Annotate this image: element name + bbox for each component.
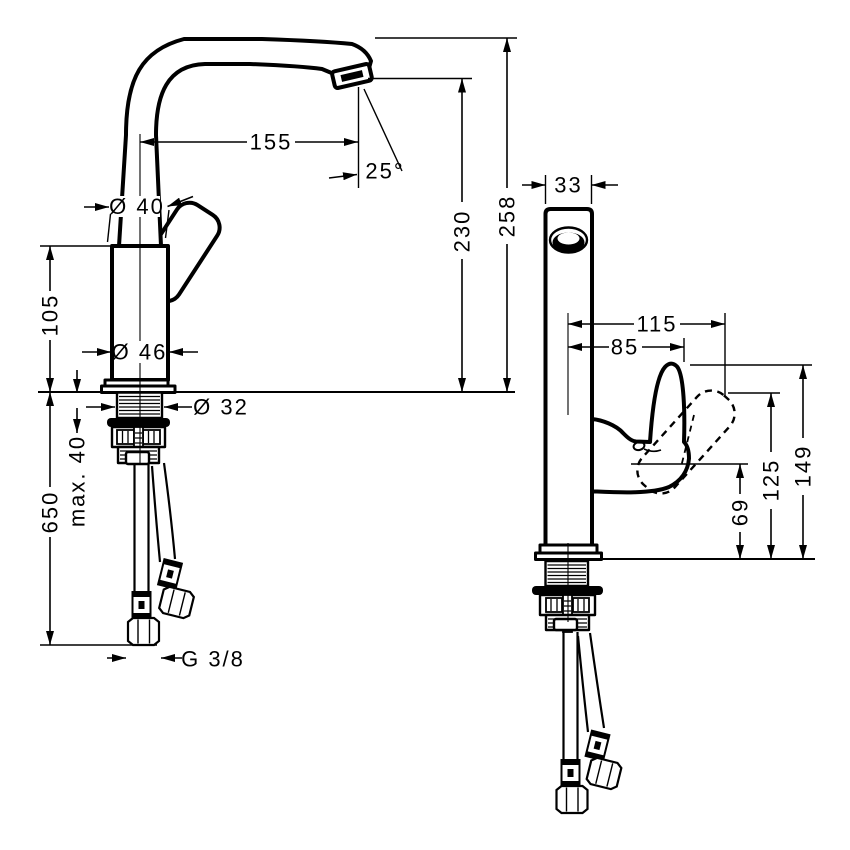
hose-nut — [585, 756, 623, 791]
stud-threads — [135, 432, 142, 444]
label-handle-reach: 85 — [611, 335, 639, 360]
supply-hose-straight-side — [126, 464, 161, 647]
seal-washer-side — [107, 418, 170, 427]
dimensions-side: 155 25° Ø 40 Ø 46 Ø 32 105 650 max. 40 G… — [38, 37, 520, 672]
spout-outline — [117, 37, 373, 248]
body-outline-front — [543, 207, 594, 550]
label-handle-tip-height: 149 — [791, 445, 816, 488]
aerator-outlet — [340, 70, 364, 82]
shank-threads — [547, 564, 586, 584]
ext-lever-left — [106, 213, 112, 243]
hose-tube — [150, 462, 177, 563]
label-total-height: 258 — [495, 195, 520, 238]
aerator — [330, 62, 374, 90]
ext-lever-right — [164, 209, 170, 239]
hose-ferrule — [560, 759, 581, 787]
label-thread-size: G 3/8 — [181, 647, 245, 672]
label-body-height: 105 — [38, 294, 63, 337]
hose-ferrule — [584, 729, 611, 762]
stud-wing — [552, 617, 579, 632]
label-outlet-height: 230 — [450, 210, 475, 253]
stream-angle-line — [363, 88, 403, 172]
bracket-window — [572, 597, 590, 613]
mouth-inner — [557, 232, 580, 245]
dim-arrow-40-right — [167, 195, 194, 208]
hose-tube — [576, 632, 606, 733]
side-view: 155 25° Ø 40 Ø 46 Ø 32 105 650 max. 40 G… — [38, 37, 520, 672]
hose-ferrule — [131, 591, 152, 619]
label-shank-diameter: Ø 32 — [193, 395, 249, 420]
label-spout-diameter: Ø 40 — [109, 194, 165, 219]
supply-hose-angled-side — [150, 462, 196, 620]
label-handle-base-height: 69 — [728, 498, 753, 526]
front-view: 33 115 85 149 125 69 — [522, 173, 816, 815]
lever-pivot-pin — [632, 440, 646, 452]
bracket-window — [116, 429, 135, 445]
label-spout-width: 33 — [554, 173, 582, 198]
hose-tube — [562, 632, 579, 760]
bracket-window — [545, 597, 563, 613]
hose-tube — [133, 464, 150, 592]
lever-pivot-detail — [643, 448, 662, 453]
handle-raised-inner-edge — [680, 414, 695, 468]
bracket-window — [142, 429, 161, 445]
label-hose-length: 650 — [38, 491, 63, 534]
threaded-shank-front — [544, 559, 590, 588]
bracket-window-ribs — [121, 431, 155, 443]
label-handle-open-height: 125 — [759, 459, 784, 502]
mounting-assembly-side — [110, 425, 167, 466]
handle-housing-front — [590, 361, 691, 495]
label-max-deck-thickness: max. 40 — [65, 435, 90, 527]
spout-mouth — [548, 226, 589, 254]
supply-hose-straight-front — [555, 632, 589, 815]
bracket-window-ribs — [550, 599, 585, 611]
label-spout-angle: 25° — [365, 159, 404, 184]
hose-nut — [555, 784, 589, 815]
hose-nut — [126, 616, 161, 647]
stud-wing — [124, 450, 151, 466]
label-handle-reach-open: 115 — [636, 312, 677, 337]
dim-leader-25 — [328, 172, 358, 181]
label-spout-reach: 155 — [250, 130, 293, 155]
hose-nut — [157, 585, 196, 620]
supply-hose-angled-front — [576, 632, 623, 791]
dimensions-front: 33 115 85 149 125 69 — [522, 173, 816, 559]
handle-raised-outline — [636, 389, 736, 495]
hose-ferrule — [156, 557, 184, 591]
label-body-diameter: Ø 46 — [112, 340, 168, 365]
